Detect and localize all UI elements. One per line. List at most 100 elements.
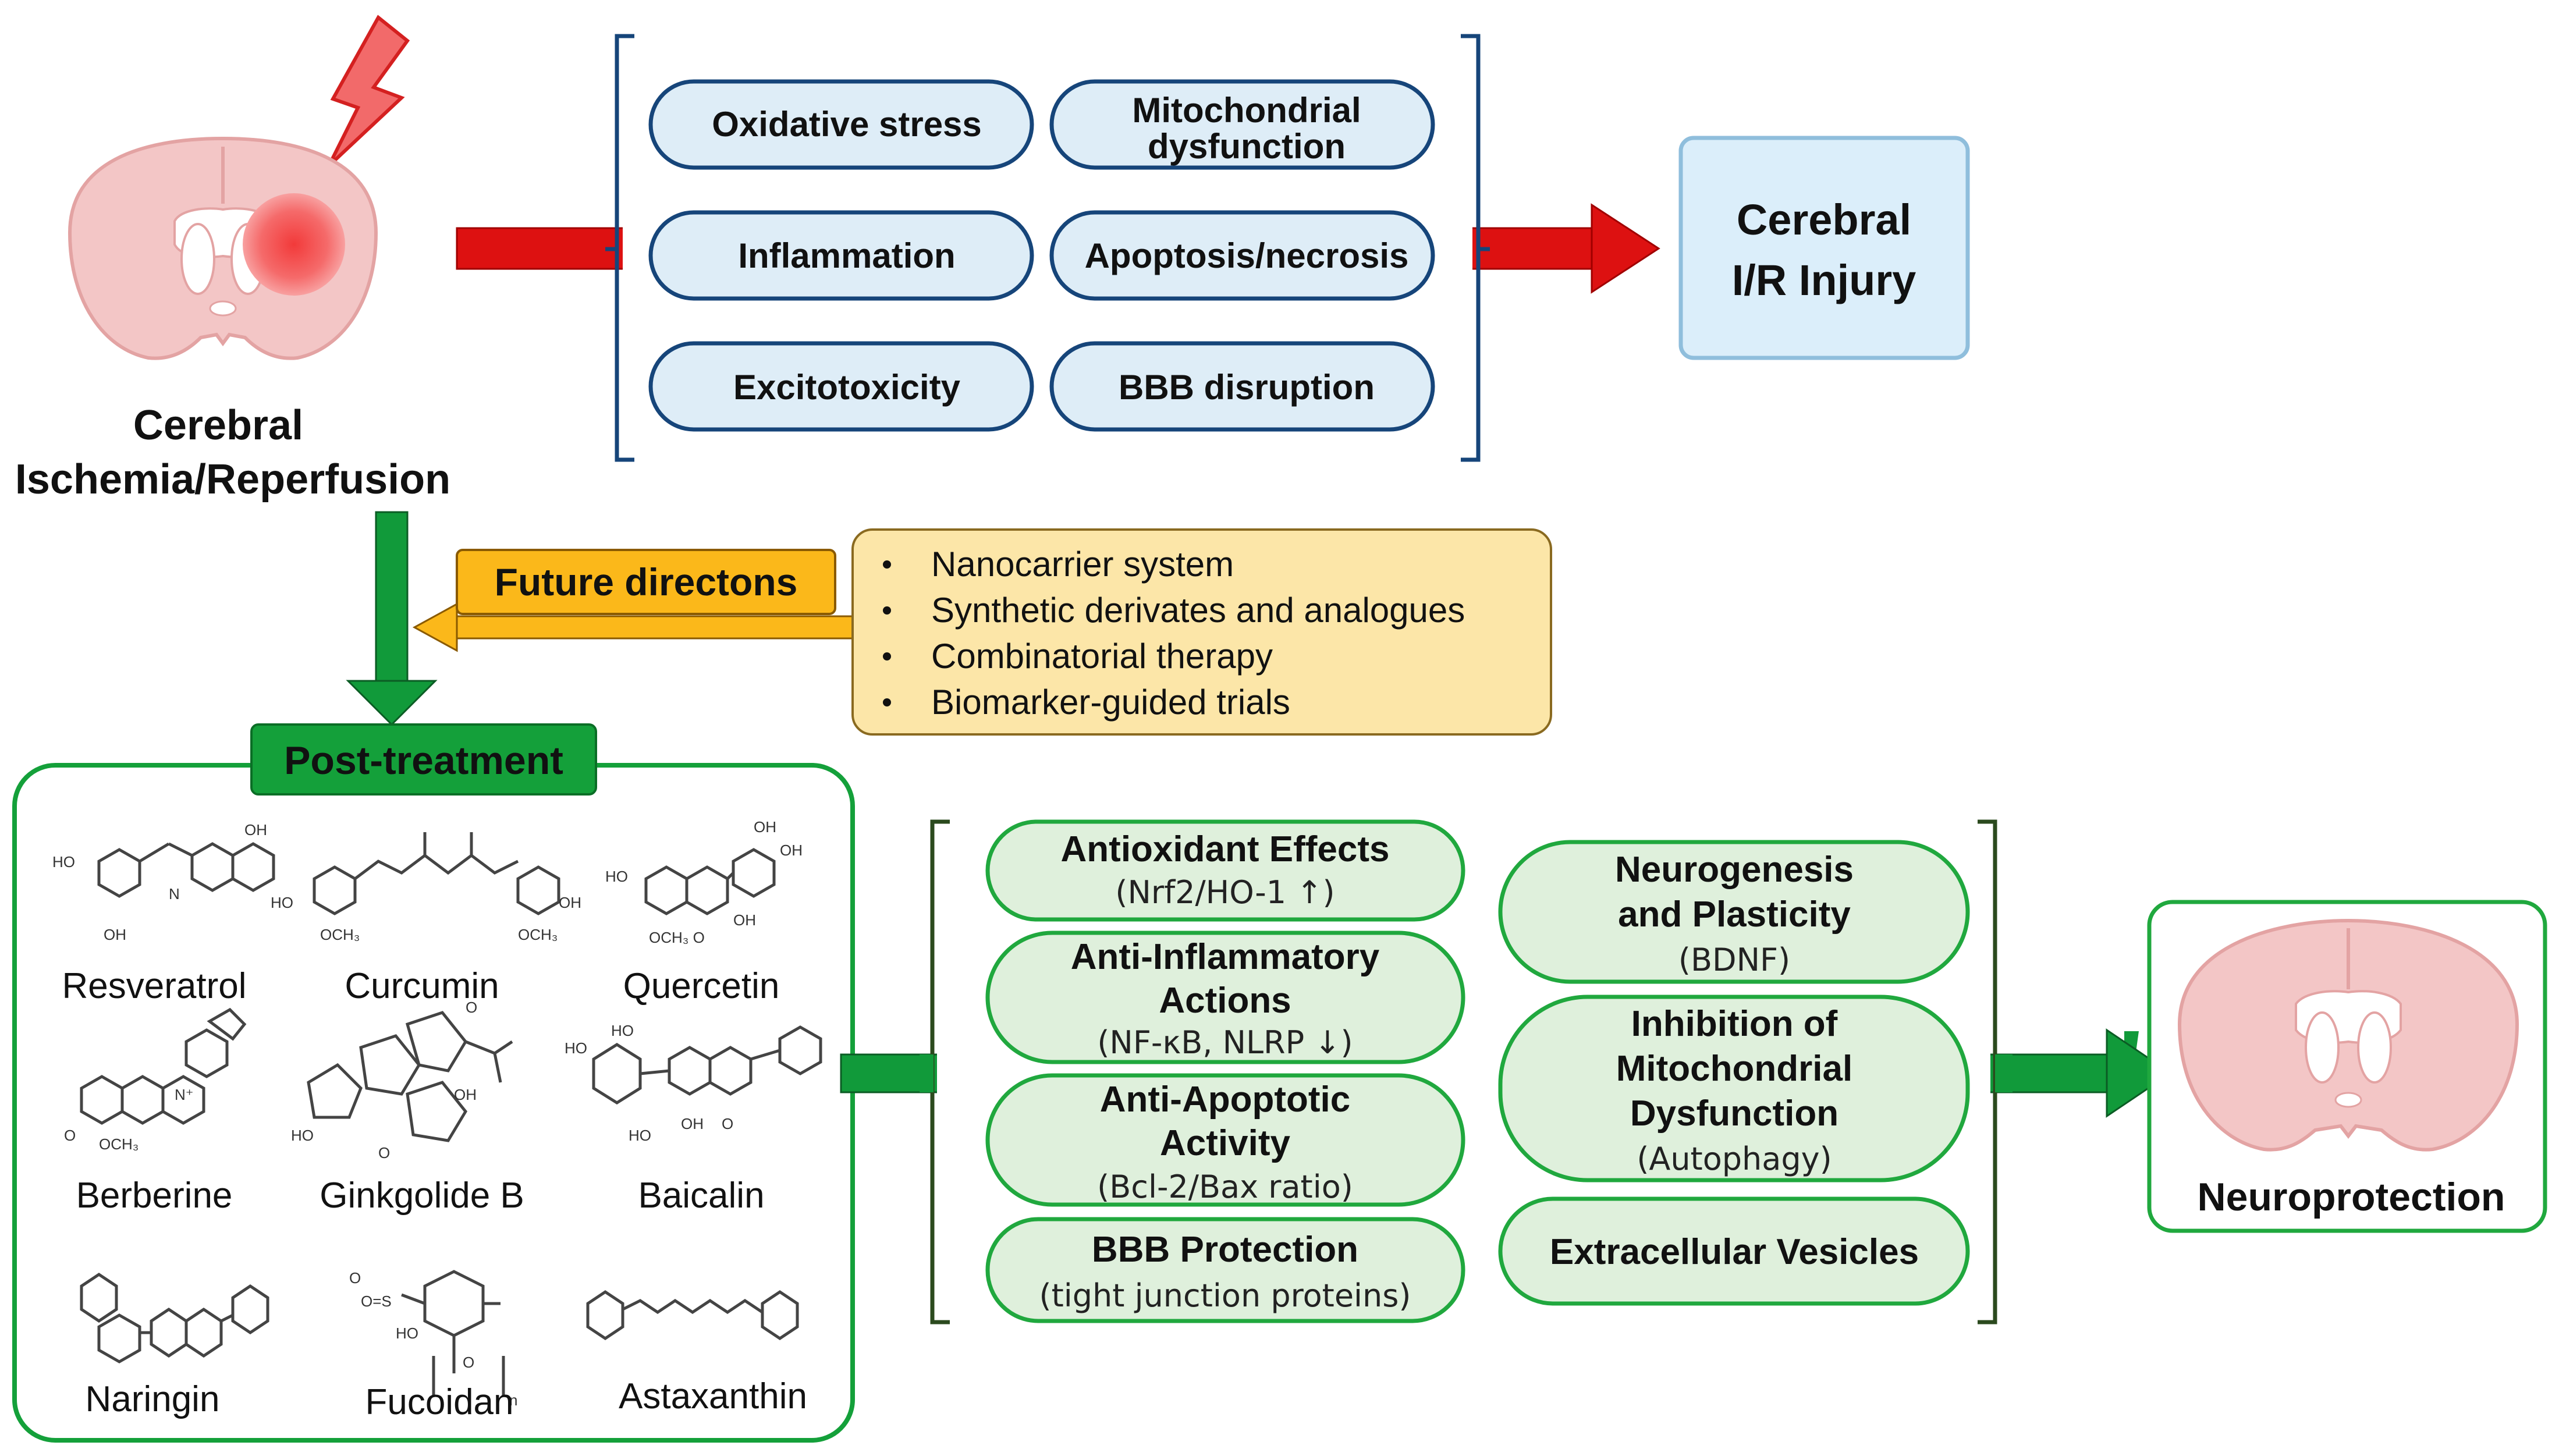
future-directions-label: Future directons xyxy=(456,549,836,615)
outcome-label: Neuroprotection xyxy=(2198,1175,2505,1219)
svg-text:(Autophagy): (Autophagy) xyxy=(1637,1141,1832,1177)
svg-text:Activity: Activity xyxy=(1160,1123,1290,1163)
svg-text:Actions: Actions xyxy=(1159,981,1291,1021)
post-treatment-label: Post-treatment xyxy=(250,723,597,796)
svg-text:HO: HO xyxy=(396,1324,418,1342)
resveratrol-structure: HO OH OH N xyxy=(52,821,275,943)
mechanism-pill-bbb-disruption: BBB disruption xyxy=(1049,341,1435,432)
svg-text:Neurogenesis: Neurogenesis xyxy=(1615,850,1854,890)
svg-text:OCH₃: OCH₃ xyxy=(99,1135,139,1153)
svg-text:Anti-Inflammatory: Anti-Inflammatory xyxy=(1071,937,1380,977)
svg-text:Future directons: Future directons xyxy=(495,560,798,603)
brain-lesion-icon xyxy=(68,136,378,360)
svg-text:Extracellular Vesicles: Extracellular Vesicles xyxy=(1550,1232,1919,1272)
svg-text:HO: HO xyxy=(271,894,293,911)
svg-text:n: n xyxy=(509,1391,517,1409)
svg-text:Antioxidant Effects: Antioxidant Effects xyxy=(1061,829,1390,869)
effect-neurogenesis: Neurogenesis and Plasticity (BDNF) xyxy=(1498,840,1970,984)
svg-text:OH: OH xyxy=(454,1086,477,1103)
future-item: Synthetic derivates and analogues xyxy=(931,591,1465,630)
effect-bbb-protection: BBB Protection (tight junction proteins) xyxy=(985,1217,1465,1323)
svg-text:OH: OH xyxy=(733,911,756,929)
svg-text:BBB disruption: BBB disruption xyxy=(1119,368,1375,407)
compound-name: Quercetin xyxy=(623,966,780,1006)
svg-text:(tight junction proteins): (tight junction proteins) xyxy=(1039,1277,1411,1314)
future-item: Nanocarrier system xyxy=(931,545,1234,584)
svg-text:OH: OH xyxy=(681,1115,704,1132)
svg-text:Anti-Apoptotic: Anti-Apoptotic xyxy=(1100,1079,1350,1120)
svg-text:O: O xyxy=(463,1354,474,1371)
future-arrow xyxy=(412,602,854,652)
healthy-brain-icon xyxy=(2177,918,2519,1152)
compound-name: Baicalin xyxy=(638,1176,764,1216)
future-item: Biomarker-guided trials xyxy=(931,683,1290,722)
baicalin-structure: HO HO HO OH O xyxy=(565,1022,822,1144)
svg-text:Mitochondrial: Mitochondrial xyxy=(1132,91,1361,130)
lightning-bolt-icon xyxy=(327,15,410,168)
svg-text:OH: OH xyxy=(780,841,803,859)
svg-text:OH: OH xyxy=(754,818,776,836)
svg-text:HO: HO xyxy=(291,1127,314,1144)
mechanism-pill-excitotoxicity: Excitotoxicity xyxy=(648,341,1034,432)
svg-text:BBB Protection: BBB Protection xyxy=(1092,1230,1358,1270)
mechanism-pill-mitochondrial-dysfunction: Mitochondrial dysfunction xyxy=(1049,79,1435,170)
future-directions-box: Nanocarrier system Synthetic derivates a… xyxy=(851,528,1552,736)
svg-text:HO: HO xyxy=(565,1039,587,1057)
svg-text:Mitochondrial: Mitochondrial xyxy=(1616,1049,1852,1089)
berberine-structure: N⁺ O OCH₃ xyxy=(64,1007,247,1153)
effect-mitochondrial-inhibition: Inhibition of Mitochondrial Dysfunction … xyxy=(1498,995,1970,1182)
svg-text:Dysfunction: Dysfunction xyxy=(1630,1093,1838,1134)
svg-text:HO: HO xyxy=(629,1127,651,1144)
future-item: Combinatorial therapy xyxy=(931,637,1273,676)
source-label-line2: Ischemia/Reperfusion xyxy=(15,456,450,503)
svg-text:OH: OH xyxy=(559,894,581,911)
svg-text:HO: HO xyxy=(605,868,628,885)
mechanism-pill-oxidative-stress: Oxidative stress xyxy=(648,79,1034,170)
svg-text:OH: OH xyxy=(244,821,267,839)
effect-antioxidant: Antioxidant Effects (Nrf2/HO-1 ↑) xyxy=(985,819,1465,922)
svg-text:I/R Injury: I/R Injury xyxy=(1732,256,1916,304)
svg-text:(NF-κB, NLRP ↓): (NF-κB, NLRP ↓) xyxy=(1097,1024,1353,1061)
injury-box: Cerebral I/R Injury xyxy=(1678,136,1970,360)
svg-text:OCH₃: OCH₃ xyxy=(518,926,558,943)
svg-text:HO: HO xyxy=(611,1022,634,1039)
svg-text:O: O xyxy=(466,999,477,1016)
svg-text:dysfunction: dysfunction xyxy=(1148,127,1346,166)
astaxanthin-structure xyxy=(586,1290,799,1341)
svg-text:HO: HO xyxy=(52,853,75,871)
svg-text:N⁺: N⁺ xyxy=(175,1086,194,1103)
svg-text:Oxidative stress: Oxidative stress xyxy=(712,105,982,144)
svg-text:(Nrf2/HO-1 ↑): (Nrf2/HO-1 ↑) xyxy=(1115,874,1334,911)
svg-text:Apoptosis/necrosis: Apoptosis/necrosis xyxy=(1085,236,1409,275)
compound-name: Resveratrol xyxy=(62,966,247,1006)
svg-text:O=S: O=S xyxy=(361,1292,392,1310)
compound-name: Curcumin xyxy=(345,966,499,1006)
compound-name: Astaxanthin xyxy=(619,1376,807,1416)
mechanism-pill-apoptosis-necrosis: Apoptosis/necrosis xyxy=(1049,210,1435,301)
green-down-arrow xyxy=(346,511,438,726)
svg-text:Excitotoxicity: Excitotoxicity xyxy=(733,368,961,407)
ginkgolide-b-structure: HO O O OH xyxy=(291,999,513,1162)
svg-text:O: O xyxy=(378,1144,390,1162)
svg-text:O: O xyxy=(64,1127,76,1144)
compound-name: Naringin xyxy=(86,1379,220,1419)
svg-text:(BDNF): (BDNF) xyxy=(1678,942,1790,978)
compound-name: Fucoidan xyxy=(365,1382,513,1422)
svg-text:N: N xyxy=(169,885,180,903)
effect-anti-apoptotic: Anti-Apoptotic Activity (Bcl-2/Bax ratio… xyxy=(985,1073,1465,1207)
svg-text:O: O xyxy=(349,1269,361,1287)
svg-text:O: O xyxy=(722,1115,733,1132)
svg-text:Inhibition of: Inhibition of xyxy=(1631,1004,1838,1044)
source-label-line1: Cerebral xyxy=(133,402,303,449)
svg-text:OCH₃ O: OCH₃ O xyxy=(649,929,705,946)
compound-name: Berberine xyxy=(76,1176,233,1216)
svg-text:Post-treatment: Post-treatment xyxy=(284,738,563,783)
mechanism-pill-inflammation: Inflammation xyxy=(648,210,1034,301)
effect-extracellular-vesicles: Extracellular Vesicles xyxy=(1498,1196,1970,1306)
naringin-structure xyxy=(80,1272,269,1363)
svg-text:OH: OH xyxy=(104,926,126,943)
svg-text:Inflammation: Inflammation xyxy=(738,236,955,275)
